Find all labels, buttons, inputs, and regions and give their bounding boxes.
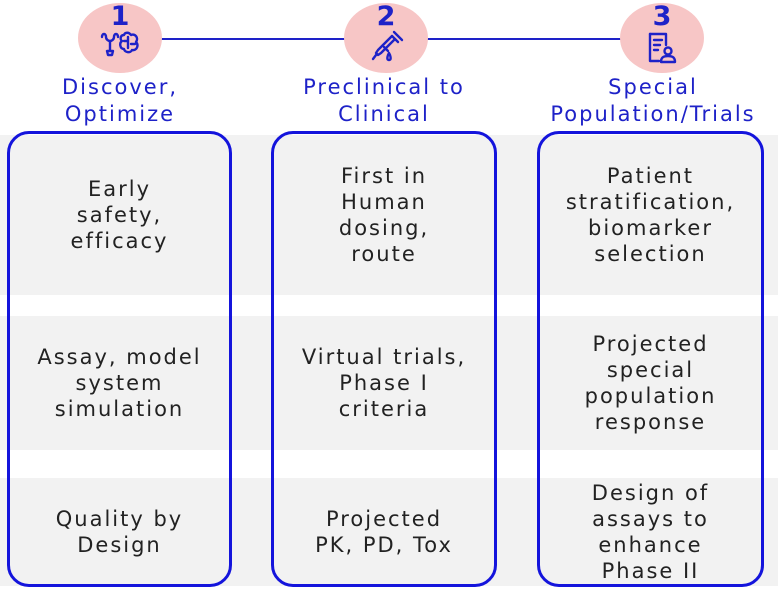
stage-3-badge: 3	[620, 1, 704, 73]
stage-3-cell-3: Design of assays to enhance Phase II	[591, 481, 710, 583]
connector-line-1-2	[160, 38, 346, 40]
stage-2-cell-2: Virtual trials, Phase I criteria	[301, 345, 467, 421]
stage-1-title-line2: Optimize	[64, 102, 176, 126]
connector-line-2-3	[425, 38, 621, 40]
stage-1-title: Discover, Optimize	[40, 74, 200, 128]
stage-2-cell-3: Projected PK, PD, Tox	[315, 507, 453, 557]
stage-3-column	[537, 131, 764, 587]
stage-3-number: 3	[652, 1, 672, 32]
stage-1-badge: 1	[78, 1, 162, 73]
stage-2-badge: 2	[344, 1, 428, 73]
stage-2-title-line2: Clinical	[338, 102, 430, 126]
stage-3-cell-1: Patient stratification, biomarker select…	[565, 164, 736, 266]
stage-1-cell-2: Assay, model system simulation	[37, 345, 202, 421]
stage-2-cell-1: First in Human dosing, route	[338, 164, 430, 266]
dropper-icon	[371, 30, 404, 62]
stage-3-title-line2: Population/Trials	[550, 102, 756, 126]
stage-1-cell-3: Quality by Design	[55, 507, 184, 557]
patient-report-icon	[648, 32, 677, 64]
stage-3-title-line1: Special	[608, 75, 698, 99]
stage-2-column	[271, 131, 497, 587]
stage-2-title-line1: Preclinical to	[303, 75, 465, 99]
stage-1-column	[7, 131, 232, 587]
stage-3-title: Special Population/Trials	[528, 74, 778, 128]
stage-1-cell-1: Early safety, efficacy	[70, 177, 169, 253]
row-band-3	[0, 478, 778, 586]
stage-1-title-line1: Discover,	[62, 75, 178, 99]
row-band-1	[0, 135, 778, 295]
stage-1-number: 1	[110, 1, 130, 32]
row-band-2	[0, 316, 778, 450]
stage-2-title: Preclinical to Clinical	[284, 74, 484, 128]
uterus-brain-icon	[100, 31, 139, 57]
stage-3-cell-2: Projected special population response	[584, 332, 717, 434]
stage-2-number: 2	[376, 1, 396, 32]
